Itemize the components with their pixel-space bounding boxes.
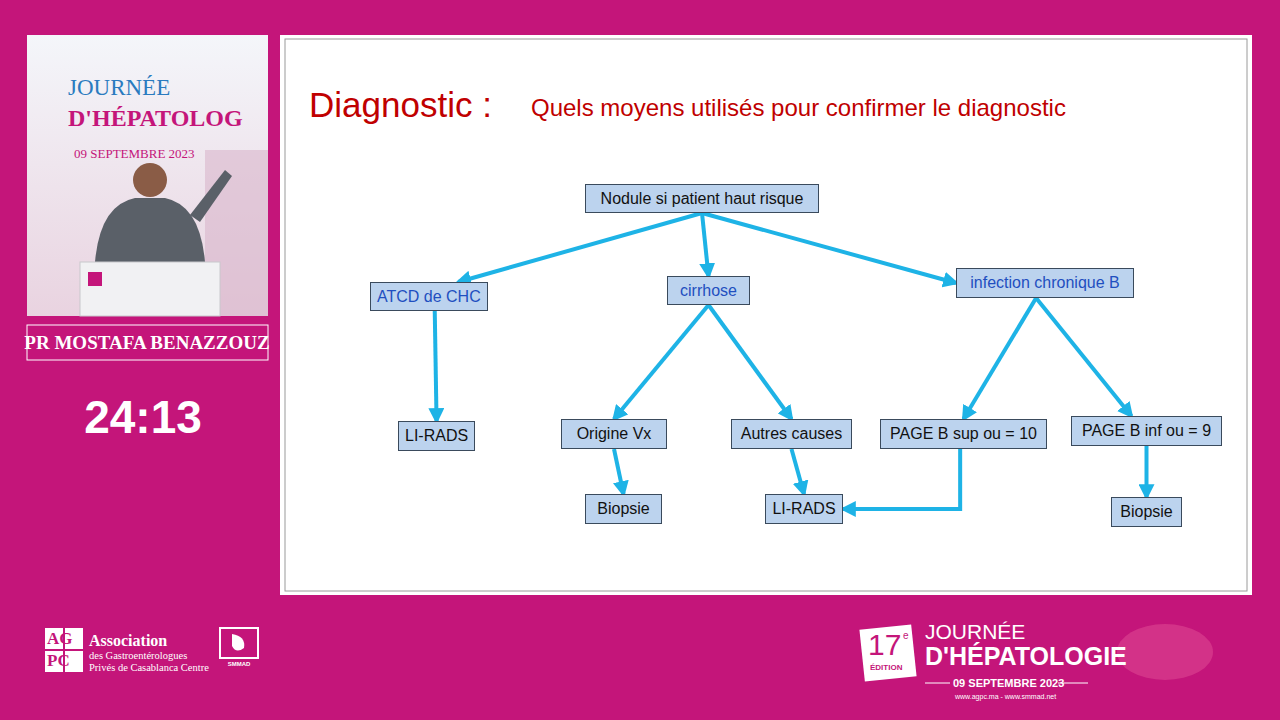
edition-number: 17	[868, 628, 901, 661]
edition-word: ÉDITION	[870, 664, 902, 673]
association-name: Privés de Casablanca Centre	[89, 662, 209, 674]
lectern	[80, 262, 220, 316]
process-box: LI-RADS	[398, 421, 475, 451]
slide-panel	[280, 35, 1252, 595]
process-box: Autres causes	[731, 419, 852, 449]
arrow-connector	[843, 449, 960, 509]
slide-title: Diagnostic :	[309, 86, 492, 125]
process-box: PAGE B inf ou = 9	[1071, 416, 1222, 446]
speaker-head	[133, 163, 167, 197]
process-box: LI-RADS	[765, 494, 843, 524]
process-box: Nodule si patient haut risque	[585, 184, 819, 213]
subtitle: Quels moyens utilisés pour confirmer le …	[531, 95, 1066, 121]
box-text: ATCD de CHC	[377, 288, 481, 306]
timer: 24:13	[84, 392, 202, 443]
event-date: 09 SEPTEMBRE 2023	[953, 677, 1064, 689]
edition-badge	[859, 624, 916, 681]
arrow-connector	[709, 305, 792, 419]
logo-letters: AG	[47, 630, 73, 649]
box-text: LI-RADS	[405, 427, 468, 445]
box-text: Origine Vx	[577, 425, 652, 443]
arrow-connector	[435, 311, 437, 421]
arrow-connector	[702, 213, 709, 276]
logo-letters: PC	[47, 652, 70, 671]
smmad-logo-box	[220, 628, 258, 658]
box-text: infection chronique B	[970, 274, 1119, 292]
process-box: Biopsie	[585, 494, 662, 524]
speaker-name: PR MOSTAFA BENAZZOUZ	[24, 333, 269, 354]
speaker-thumbnail	[27, 35, 268, 316]
speaker-arm	[190, 170, 232, 222]
association-name: Association	[89, 632, 167, 650]
speaker-body	[95, 198, 205, 262]
process-box: Origine Vx	[561, 419, 667, 449]
edition-suffix: e	[903, 630, 909, 641]
arrow-connector	[964, 298, 1037, 419]
arrow-connector	[702, 213, 956, 283]
process-box: Biopsie	[1111, 497, 1182, 527]
arrow-connector	[792, 449, 805, 494]
association-name: des Gastroentérologues	[89, 650, 187, 662]
arrow-connector	[458, 213, 702, 282]
box-text: Nodule si patient haut risque	[601, 190, 804, 208]
box-text: cirrhose	[680, 282, 737, 300]
box-text: Biopsie	[1120, 503, 1172, 521]
arrow-connector	[614, 449, 624, 494]
event-date: 09 SEPTEMBRE 2023	[74, 147, 195, 161]
arrow-connector	[614, 305, 709, 419]
box-text: LI-RADS	[772, 500, 835, 518]
arrow-connector	[1145, 446, 1149, 497]
box-text: PAGE B inf ou = 9	[1082, 422, 1211, 440]
box-text: PAGE B sup ou = 10	[890, 425, 1037, 443]
arrow-connector	[1036, 298, 1131, 416]
liver-illustration	[1117, 624, 1213, 680]
event-name: JOURNÉE	[68, 75, 170, 100]
process-box: infection chronique B	[956, 268, 1134, 298]
logo-text: SMMAD	[228, 661, 251, 668]
website: www.agpc.ma - www.smmad.net	[955, 693, 1056, 701]
process-box: ATCD de CHC	[370, 282, 488, 311]
box-text: Biopsie	[597, 500, 649, 518]
event-name: D'HÉPATOLOG	[68, 105, 243, 131]
smmad-logo-mark	[232, 634, 244, 651]
lectern-logo	[88, 272, 102, 286]
process-box: cirrhose	[667, 276, 750, 305]
agpc-logo-divider	[45, 649, 83, 651]
box-text: Autres causes	[741, 425, 842, 443]
slide-border	[285, 39, 1247, 591]
process-box: PAGE B sup ou = 10	[880, 419, 1047, 449]
date-rule	[925, 683, 950, 684]
event-name: JOURNÉE	[925, 620, 1025, 643]
agpc-logo-box	[45, 628, 83, 672]
event-name: D'HÉPATOLOGIE	[925, 643, 1127, 671]
